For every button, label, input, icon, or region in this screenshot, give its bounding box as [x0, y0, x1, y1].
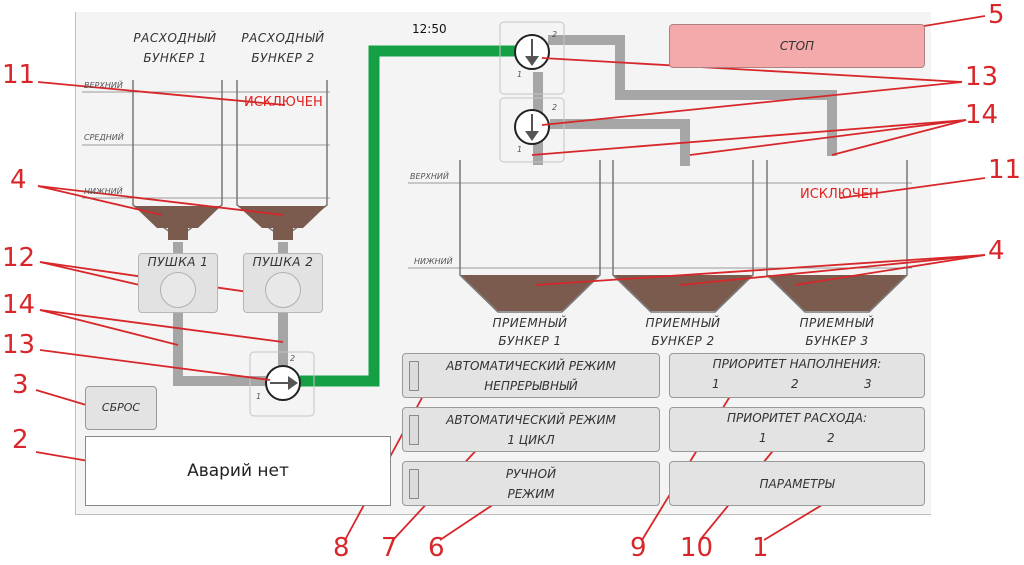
auto-single-cycle-mode-line1: АВТОМАТИЧЕСКИЙ РЕЖИМ	[446, 412, 616, 427]
gun-1-indicator	[160, 272, 196, 308]
fill-priority-title: ПРИОРИТЕТ НАПОЛНЕНИЯ:	[712, 357, 882, 371]
stop-button[interactable]: СТОП	[669, 24, 925, 68]
callout-14-left: 14	[2, 290, 36, 320]
callout-9: 9	[630, 533, 647, 563]
supply-bunker-2-status: ИСКЛЮЧЕН	[244, 95, 323, 110]
consumption-priority-title: ПРИОРИТЕТ РАСХОДА:	[726, 411, 868, 425]
callout-4-right: 4	[988, 236, 1005, 266]
supply-bunker-1-title-line2: БУНКЕР 1	[143, 51, 207, 65]
stop-button-label: СТОП	[779, 39, 815, 53]
gun-2-label: ПУШКА 2	[252, 255, 314, 269]
manual-mode-button[interactable]: РУЧНОЙ РЕЖИМ	[402, 461, 660, 506]
auto-single-cycle-mode-button[interactable]: АВТОМАТИЧЕСКИЙ РЕЖИМ 1 ЦИКЛ	[402, 407, 660, 452]
fill-priority-1: 1	[712, 377, 721, 391]
supply-bunker-1	[132, 80, 223, 240]
supply-middle-level-label: СРЕДНИЙ	[84, 133, 124, 142]
receiving-bunker-3-status: ИСКЛЮЧЕН	[800, 187, 879, 202]
callout-6: 6	[428, 533, 445, 563]
receiving-bunker-3-material	[768, 275, 906, 311]
supply-bunker-2-title-line2: БУНКЕР 2	[251, 51, 315, 65]
receiving-bunker-1-title-line1: ПРИЕМНЫЙ	[492, 316, 568, 330]
manual-mode-line1: РУЧНОЙ	[505, 466, 557, 481]
supply-lower-level-label: НИЖНИЙ	[84, 187, 123, 196]
receiving-bunker-1-title-line2: БУНКЕР 1	[498, 334, 562, 348]
callout-7: 7	[381, 533, 398, 563]
valve-box-middle	[499, 97, 565, 163]
callout-10: 10	[680, 533, 714, 563]
auto-single-cycle-mode-indicator	[409, 415, 419, 445]
callout-12: 12	[2, 243, 36, 273]
callout-11-left: 11	[2, 60, 36, 90]
callout-8: 8	[333, 533, 350, 563]
callout-14-right: 14	[965, 100, 999, 130]
callout-1: 1	[752, 533, 769, 563]
valve-middle-port-in: 1	[517, 145, 523, 154]
valve-box-bottom	[249, 351, 315, 417]
reset-button[interactable]: СБРОС	[85, 386, 157, 430]
receiving-lower-level-label: НИЖНИЙ	[414, 257, 453, 266]
supply-bunker-2-material	[238, 206, 326, 228]
alarm-text: Аварий нет	[187, 461, 289, 481]
callout-3: 3	[12, 370, 29, 400]
receiving-upper-level-label: ВЕРХНИЙ	[410, 172, 449, 181]
fill-priority-button[interactable]: ПРИОРИТЕТ НАПОЛНЕНИЯ:	[669, 353, 925, 398]
valve-box-top	[499, 21, 565, 95]
valve-bottom-port-in: 1	[256, 392, 262, 401]
clock: 12:50	[412, 22, 447, 36]
parameters-button[interactable]: ПАРАМЕТРЫ	[669, 461, 925, 506]
callout-13-left: 13	[2, 330, 36, 360]
receiving-bunker-3-title-line1: ПРИЕМНЫЙ	[799, 316, 875, 330]
active-pipe	[300, 45, 520, 387]
callout-lines	[35, 15, 986, 541]
manual-mode-indicator	[409, 469, 419, 499]
callout-5: 5	[988, 0, 1005, 30]
receiving-bunker-1	[459, 160, 601, 313]
supply-bunker-1-title-line1: РАСХОДНЫЙ	[133, 31, 217, 45]
receiving-bunker-2-material	[614, 275, 752, 311]
callout-4-left: 4	[10, 165, 27, 195]
receiving-bunker-1-title: ПРИЕМНЫЙ БУНКЕР 1	[475, 314, 585, 350]
supply-upper-level-label: ВЕРХНИЙ	[84, 81, 123, 90]
supply-bunker-2-title-line1: РАСХОДНЫЙ	[241, 31, 325, 45]
valve-top-port-in: 1	[517, 70, 523, 79]
manual-mode-line2: РЕЖИМ	[507, 486, 555, 501]
callout-13-right: 13	[965, 62, 999, 92]
supply-bunker-1-title: РАСХОДНЫЙ БУНКЕР 1	[120, 28, 230, 68]
reset-button-label: СБРОС	[101, 401, 141, 414]
alarm-display: Аварий нет	[85, 436, 391, 506]
callout-2: 2	[12, 425, 29, 455]
receiving-bunker-3-title: ПРИЕМНЫЙ БУНКЕР 3	[782, 314, 892, 350]
fill-priority-3: 3	[864, 377, 873, 391]
valve-top[interactable]	[514, 34, 550, 70]
receiving-bunker-2	[612, 160, 754, 313]
fill-priority-2: 2	[791, 377, 800, 391]
receiving-bunker-2-title-line1: ПРИЕМНЫЙ	[645, 316, 721, 330]
auto-continuous-mode-indicator	[409, 361, 419, 391]
valve-middle[interactable]	[514, 109, 550, 145]
callout-11-right: 11	[988, 155, 1022, 185]
valve-bottom-port-out: 2	[290, 354, 296, 363]
gun-2-indicator	[265, 272, 301, 308]
supply-bunker-2-title: РАСХОДНЫЙ БУНКЕР 2	[228, 28, 338, 68]
auto-single-cycle-mode-line2: 1 ЦИКЛ	[507, 432, 555, 447]
receiving-bunker-2-title-line2: БУНКЕР 2	[651, 334, 715, 348]
auto-continuous-mode-button[interactable]: АВТОМАТИЧЕСКИЙ РЕЖИМ НЕПРЕРЫВНЫЙ	[402, 353, 660, 398]
auto-continuous-mode-line1: АВТОМАТИЧЕСКИЙ РЕЖИМ	[446, 358, 616, 373]
supply-bunker-1-material	[134, 206, 221, 228]
receiving-bunker-1-material	[461, 275, 599, 311]
valve-top-port-out: 2	[552, 30, 558, 39]
consumption-priority-1: 1	[759, 431, 768, 445]
auto-continuous-mode-line2: НЕПРЕРЫВНЫЙ	[484, 378, 578, 393]
parameters-button-label: ПАРАМЕТРЫ	[759, 476, 835, 491]
consumption-priority-2: 2	[827, 431, 836, 445]
receiving-bunker-3-title-line2: БУНКЕР 3	[805, 334, 869, 348]
gun-1-label: ПУШКА 1	[147, 255, 209, 269]
valve-middle-port-out: 2	[552, 103, 558, 112]
receiving-bunker-2-title: ПРИЕМНЫЙ БУНКЕР 2	[628, 314, 738, 350]
valve-bottom[interactable]	[265, 365, 301, 401]
consumption-priority-button[interactable]: ПРИОРИТЕТ РАСХОДА:	[669, 407, 925, 452]
